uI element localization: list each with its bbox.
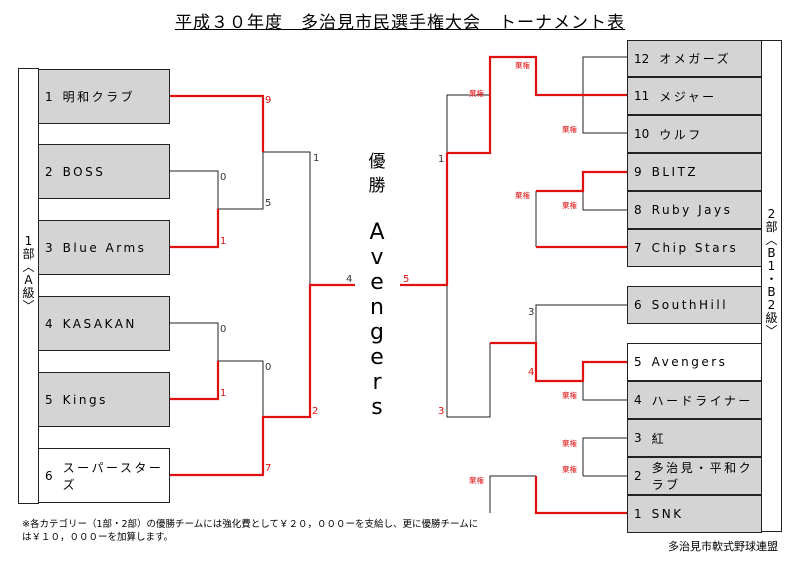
page-title: 平成３０年度 多治見市民選手権大会 トーナメント表 [175,13,625,33]
score-semi-top: 1 [313,153,320,164]
score-meiwa-club: 9 [265,95,272,106]
score-kasakan: 0 [220,324,227,335]
score-boss: 0 [220,172,227,183]
forfeit-label: 棄権 [562,439,577,448]
bracket-line [582,191,627,211]
forfeit-label: 棄権 [562,465,577,474]
winning-path [170,209,220,249]
bracket-line [218,360,264,417]
organizer: 多治見市軟式野球連盟 [668,540,778,553]
division1-panel [18,68,39,504]
bracket-line [218,152,264,210]
winning-path [536,170,627,193]
forfeit-label: 棄権 [562,201,577,210]
winning-path [447,55,583,155]
forfeit-label: 棄権 [515,61,530,70]
champion-label: 優勝 [368,152,386,196]
forfeit-label: 棄権 [562,125,577,134]
final-score-right: 5 [403,274,410,285]
score-blue-arms: 1 [220,236,227,247]
winning-path [400,153,449,287]
score-southhill: 3 [528,307,535,318]
forfeit-label: 棄権 [469,89,484,98]
winning-path [170,94,265,152]
winning-path [490,341,627,383]
bracket-line [582,56,627,95]
score-blue-arms-r2: 5 [265,198,272,209]
winning-path [170,283,355,477]
score-superstars: 7 [265,463,272,474]
forfeit-label: 棄権 [469,476,484,485]
score-kings-r2: 0 [265,362,272,373]
score-div2-semi-bottom: 3 [438,406,445,417]
bracket-line [489,475,536,513]
bracket-line [582,381,627,401]
footnote: ※各カテゴリー（1部・2部）の優勝チームには強化費として￥２０，０００ーを支給し… [22,519,479,543]
forfeit-label: 棄権 [515,191,530,200]
bracket-line [170,170,219,209]
final-score-left: 4 [346,274,353,285]
score-div2-semi-top: 1 [438,154,445,165]
bracket-line [582,95,627,134]
winning-path [170,361,220,401]
bracket-line [446,285,491,418]
score-avengers: 4 [528,367,535,378]
bracket-line [582,437,627,476]
score-kings: 1 [220,388,227,399]
winning-path [534,476,627,515]
bracket-line [535,304,627,343]
bracket-line [170,322,219,361]
forfeit-label: 棄権 [562,391,577,400]
bracket-line [263,151,311,285]
bracket-line [446,94,490,153]
score-semi-bottom: 2 [312,406,319,417]
